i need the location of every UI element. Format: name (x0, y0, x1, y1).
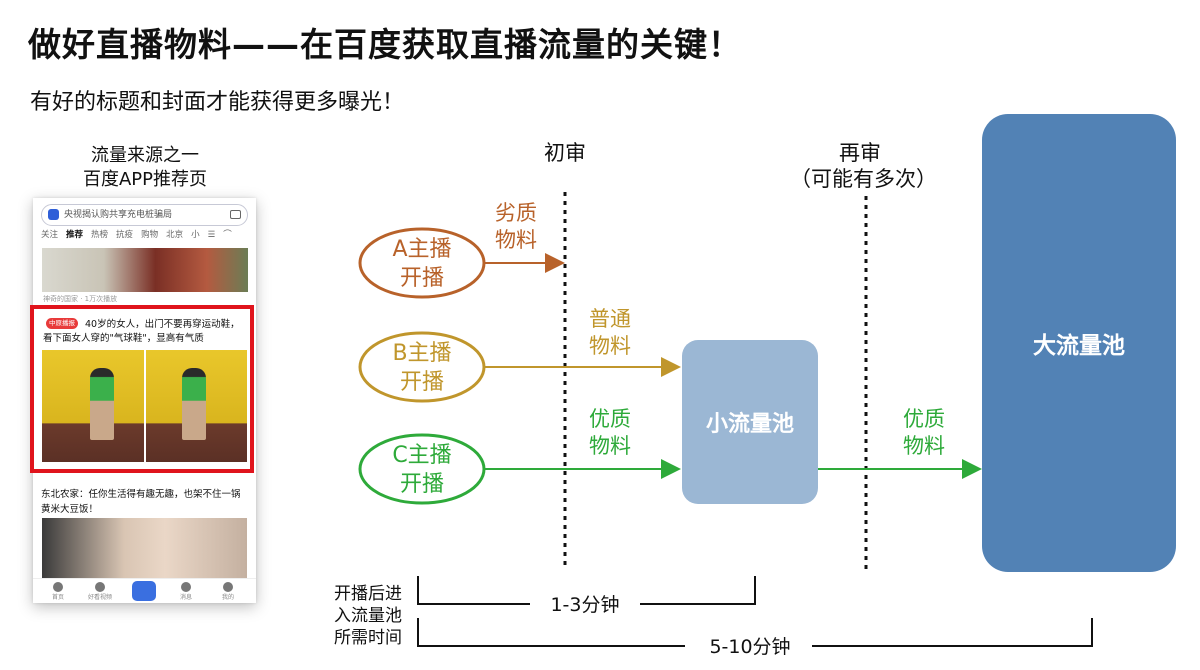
phone-tab: 小 (191, 230, 200, 240)
page-subtitle: 有好的标题和封面才能获得更多曝光！ (30, 90, 405, 115)
baidu-logo-icon (48, 209, 59, 220)
phone-tab-active: 推荐 (66, 230, 84, 240)
phone-tab: 抗疫 (116, 230, 134, 240)
phone-tab: 热榜 (91, 230, 109, 240)
streamer-c-label: C主播开播 (392, 443, 452, 497)
streamer-b-label: B主播开播 (392, 341, 452, 395)
home-tab-icon: 首页 (43, 582, 73, 602)
figure-left (90, 368, 114, 440)
highlight-frame (30, 305, 254, 473)
short-bracket-left (417, 576, 530, 605)
long-duration-label: 5-10分钟 (709, 636, 791, 658)
long-bracket-left (417, 618, 685, 647)
traffic-source-line2: 百度APP推荐页 (82, 169, 208, 190)
short-duration-label: 1-3分钟 (550, 594, 620, 616)
feed-image-3 (42, 518, 247, 578)
phone-bottom-bar: 首页 好看视频 消息 我的 (33, 578, 256, 603)
checkpoint1-label: 初审 (544, 141, 586, 165)
profile-tab-icon: 我的 (213, 582, 243, 602)
feed-meta-1: 神奇的国家 · 1万次播放 (43, 295, 118, 303)
material-c-label: 优质物料 (589, 407, 631, 458)
traffic-source-label: 流量来源之一 百度APP推荐页 (60, 144, 230, 192)
phone-search-bar: 央视揭认购共享充电桩骗局 (41, 204, 248, 226)
phone-tab: 关注 (41, 230, 59, 240)
message-tab-icon: 消息 (171, 582, 201, 602)
checkpoint2-note: （可能有多次） (790, 167, 937, 191)
streamer-a-label: A主播开播 (392, 237, 452, 291)
material-b-label: 普通物料 (589, 307, 631, 358)
page-title: 做好直播物料——在百度获取直播流量的关键！ (28, 25, 742, 64)
material-a-label: 劣质物料 (495, 201, 537, 252)
phone-tab-bar: 关注推荐热榜抗疫购物北京小 ☰ ⌒ (37, 228, 252, 244)
small-traffic-pool: 小流量池 (682, 340, 818, 504)
phone-tab: 购物 (141, 230, 159, 240)
phone-tab: 北京 (166, 230, 184, 240)
short-bracket-right (640, 576, 756, 605)
feed-text-3: 东北农家：任你生活得有趣无趣，也架不住一锅黄米大豆饭！ (41, 489, 241, 515)
headphone-icon: ⌒ (223, 230, 232, 240)
time-required-label: 开播后进入流量池所需时间 (334, 584, 402, 648)
image-divider (144, 350, 146, 462)
feed-tag-2: 中原播报 (46, 318, 78, 329)
traffic-source-line1: 流量来源之一 (91, 145, 199, 166)
checkpoint2-label: 再审 (839, 141, 881, 165)
menu-icon: ☰ (207, 230, 216, 240)
mic-icon (132, 581, 156, 601)
material-to-big-label: 优质物料 (903, 407, 945, 458)
feed-image-2 (42, 350, 247, 462)
phone-screenshot: 央视揭认购共享充电桩骗局 关注推荐热榜抗疫购物北京小 ☰ ⌒ 神奇的国家 · 1万次… (33, 198, 256, 603)
figure-right (182, 368, 206, 440)
big-traffic-pool: 大流量池 (982, 114, 1176, 572)
video-tab-icon: 好看视频 (85, 582, 115, 602)
phone-search-text: 央视揭认购共享充电桩骗局 (64, 210, 173, 220)
long-bracket-right (812, 618, 1093, 647)
camera-icon (230, 210, 241, 219)
feed-text-2: 40岁的女人，出门不要再穿运动鞋，看下面女人穿的"气球鞋"，显高有气质 (43, 319, 240, 344)
feed-image-1 (42, 248, 248, 292)
